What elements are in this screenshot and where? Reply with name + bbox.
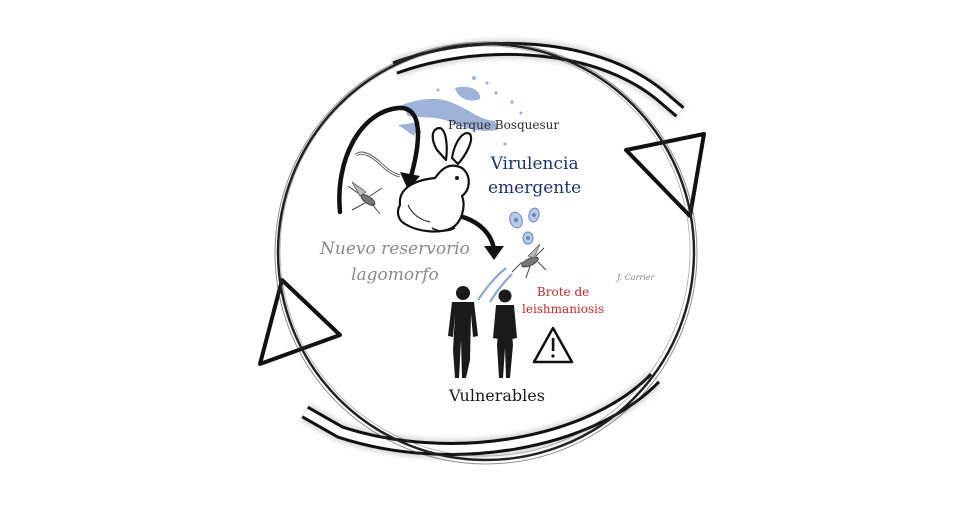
park-label: Parque Bosquesur [448, 118, 560, 132]
warning-triangle-icon [532, 326, 574, 364]
sandfly-icon [511, 243, 547, 279]
arrowheads [400, 172, 504, 260]
virulence-label: Virulencia emergente [488, 152, 581, 200]
outbreak-line-2: leishmaniosis [522, 302, 605, 316]
reservoir-line-2: lagomorfo [351, 265, 439, 285]
sandfly-icon [347, 181, 383, 215]
lake-map-icon [398, 76, 523, 146]
virulence-line-2: emergente [488, 178, 582, 198]
cycle-arrows-icon [258, 38, 706, 459]
reservoir-line-1: Nuevo reservorio [320, 239, 470, 259]
outbreak-label: Brote de leishmaniosis [522, 284, 604, 318]
promastigote-icon [355, 151, 401, 178]
vulnerable-label: Vulnerables [449, 386, 545, 405]
reservoir-label: Nuevo reservorio lagomorfo [320, 236, 470, 288]
amastigote-icon [509, 207, 540, 245]
cycle-ring [274, 41, 698, 465]
rabbit-icon [396, 126, 473, 233]
human-figures-icon [448, 286, 517, 378]
promastigote-icon [477, 267, 513, 303]
outbreak-line-1: Brote de [536, 285, 590, 299]
author-signature: J. Carrier [617, 273, 655, 282]
virulence-line-1: Virulencia [490, 154, 579, 174]
